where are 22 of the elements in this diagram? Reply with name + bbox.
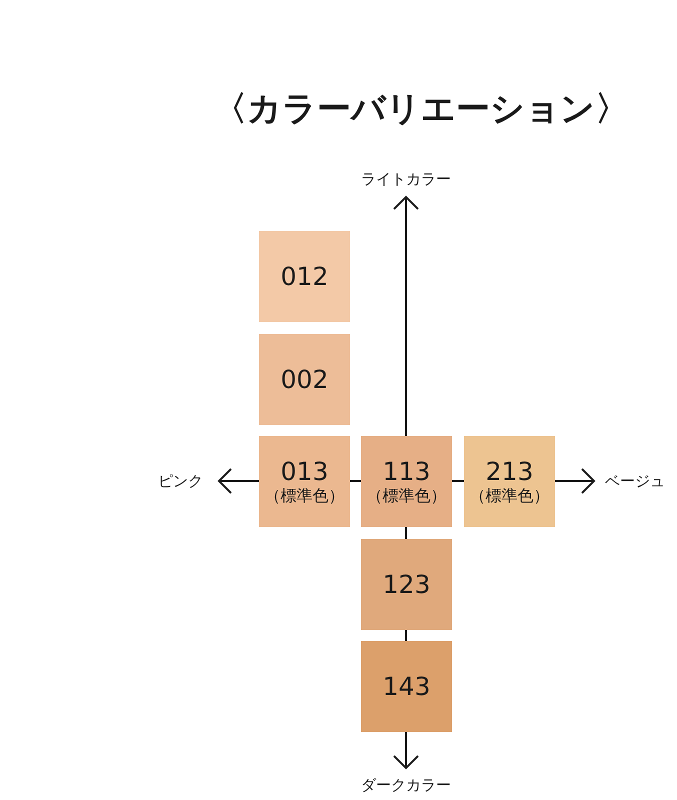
shade-number: 012 [280, 262, 328, 290]
shade-number: 113 [382, 458, 430, 486]
shade-number: 002 [280, 366, 328, 394]
color-swatch [259, 436, 350, 527]
shade-number: 143 [382, 672, 430, 700]
color-swatch [361, 436, 452, 527]
color-swatch [259, 334, 350, 425]
color-swatch [464, 436, 555, 527]
heading: 〈カラーバリエーション〉 [213, 88, 613, 131]
shade-number: 123 [382, 570, 430, 598]
color-swatch [259, 231, 350, 322]
color-swatch [361, 539, 452, 630]
axis-label: ピンク [158, 472, 203, 490]
shade-number: 013 [280, 458, 328, 486]
shade-note: （標準色） [470, 486, 550, 506]
axis-label: ダークカラー [361, 776, 451, 794]
color-swatch [361, 641, 452, 732]
axis-label: ライトカラー [361, 170, 451, 188]
axis-label: ベージュ [605, 472, 665, 490]
shade-note: （標準色） [264, 486, 344, 506]
shade-note: （標準色） [366, 486, 446, 506]
shade-number: 213 [486, 458, 534, 486]
